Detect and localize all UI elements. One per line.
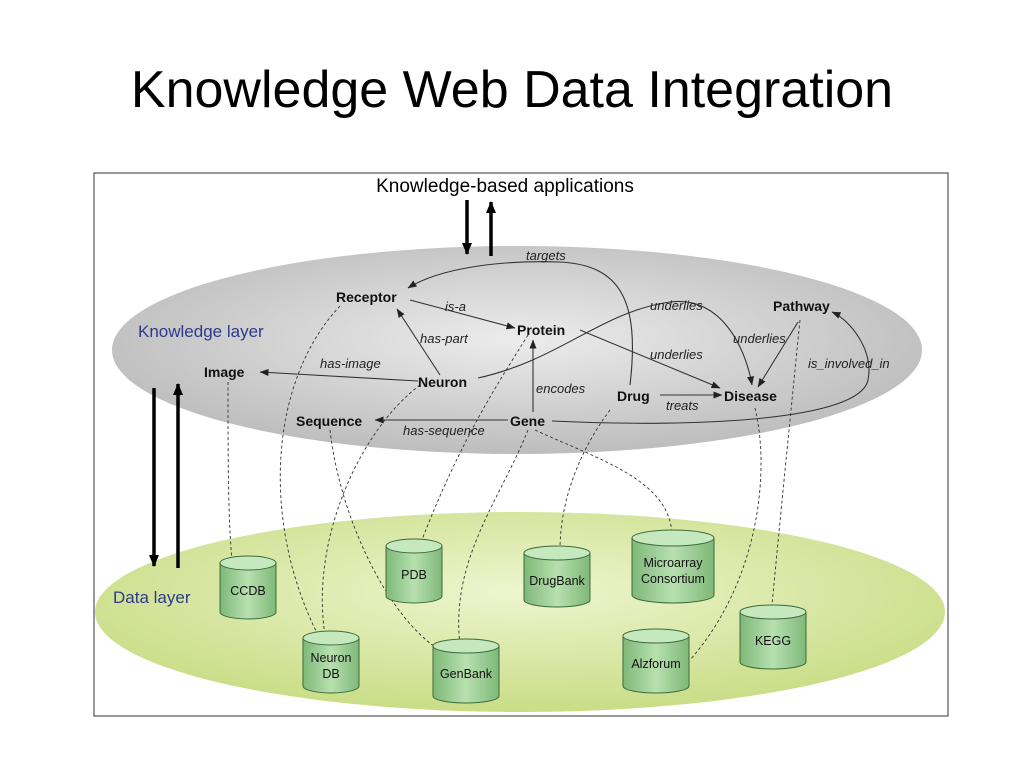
db-kegg-label: KEGG [755, 634, 791, 648]
rel-is-a: is-a [445, 299, 466, 314]
node-image: Image [204, 364, 245, 380]
node-pathway: Pathway [773, 298, 830, 314]
node-neuron: Neuron [418, 374, 467, 390]
database-pdb: PDB [385, 538, 443, 604]
rel-targets: targets [526, 248, 566, 263]
data-layer-label: Data layer [113, 588, 191, 607]
db-neurondb-label-2: DB [322, 667, 339, 681]
db-alzforum-label: Alzforum [631, 657, 680, 671]
mapping-lines [227, 305, 801, 661]
relation-labels: targets is-a has-part has-image underlie… [320, 248, 890, 438]
rel-underlies-middle: underlies [650, 347, 703, 362]
node-receptor: Receptor [336, 289, 397, 305]
rel-underlies-top: underlies [650, 298, 703, 313]
rel-encodes: encodes [536, 381, 586, 396]
database-neurondb: Neuron DB [302, 630, 360, 694]
db-microarray-label-2: Consortium [641, 572, 705, 586]
rel-underlies-right: underlies [733, 331, 786, 346]
database-ccdb: CCDB [219, 555, 277, 620]
node-gene: Gene [510, 413, 545, 429]
db-genbank-label: GenBank [440, 667, 493, 681]
applications-label: Knowledge-based applications [376, 176, 634, 197]
node-protein: Protein [517, 322, 565, 338]
database-genbank: GenBank [432, 638, 500, 704]
relation-edges [259, 261, 870, 424]
node-drug: Drug [617, 388, 650, 404]
knowledge-layer-ellipse [112, 246, 922, 454]
node-sequence: Sequence [296, 413, 362, 429]
slide-title: Knowledge Web Data Integration [130, 61, 894, 119]
rel-has-part: has-part [420, 331, 469, 346]
node-disease: Disease [724, 388, 777, 404]
ontology-nodes: Receptor Protein Pathway Image Neuron Dr… [204, 289, 830, 429]
db-ccdb-label: CCDB [230, 584, 265, 598]
db-neurondb-label-1: Neuron [311, 651, 352, 665]
rel-has-image: has-image [320, 356, 381, 371]
db-microarray-label-1: Microarray [643, 556, 703, 570]
database-kegg: KEGG [739, 604, 807, 670]
db-pdb-label: PDB [401, 568, 427, 582]
rel-is-involved-in: is_involved_in [808, 356, 890, 371]
database-drugbank: DrugBank [523, 545, 591, 608]
rel-has-sequence: has-sequence [403, 423, 485, 438]
db-drugbank-label: DrugBank [529, 574, 585, 588]
knowledge-layer-label: Knowledge layer [138, 322, 264, 341]
database-microarray-consortium: Microarray Consortium [631, 529, 715, 604]
database-alzforum: Alzforum [622, 628, 690, 694]
rel-treats: treats [666, 398, 699, 413]
